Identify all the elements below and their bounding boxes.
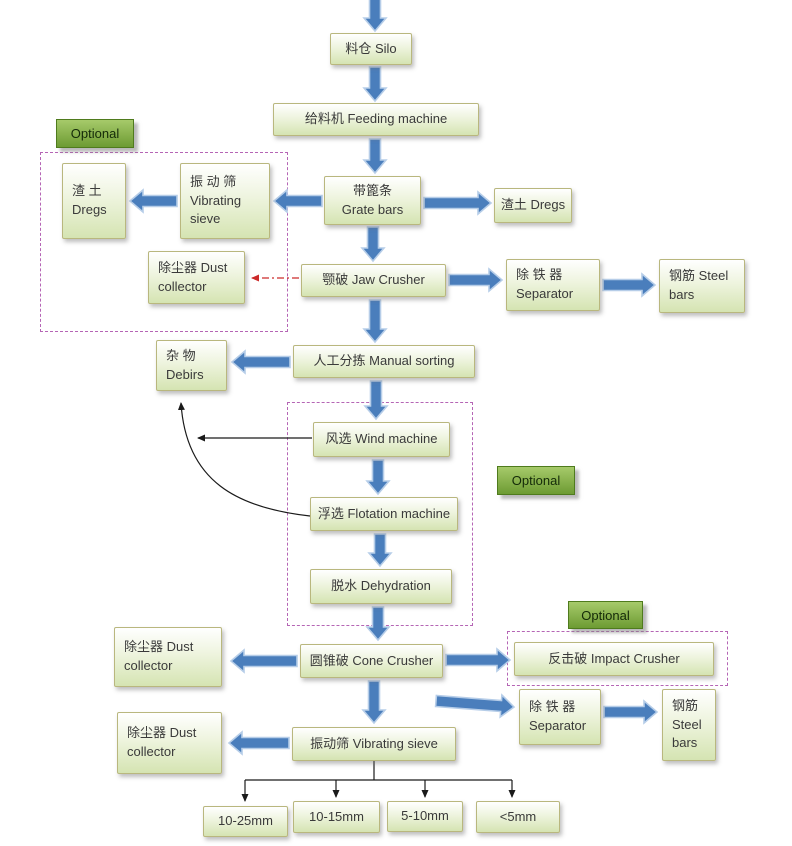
- flow-arrow: [434, 693, 516, 719]
- node-size-10-15mm: 10-15mm: [293, 801, 380, 833]
- node-dregs-left: 渣 土 Dregs: [62, 163, 126, 239]
- node-size-under-5mm: <5mm: [476, 801, 560, 833]
- node-size-5-10mm: 5-10mm: [387, 801, 463, 832]
- flow-arrow: [227, 730, 290, 756]
- flow-arrow: [448, 267, 504, 293]
- node-wind-machine: 风选 Wind machine: [313, 422, 450, 457]
- node-separator-bottom: 除 铁 器 Separator: [519, 689, 601, 745]
- flow-arrow: [362, 66, 388, 103]
- node-dust-collector-bottom: 除尘器 Dust collector: [117, 712, 222, 774]
- node-impact-crusher: 反击破 Impact Crusher: [514, 642, 714, 676]
- node-silo: 料仓 Silo: [330, 33, 412, 65]
- node-separator-top: 除 铁 器 Separator: [506, 259, 600, 311]
- flow-arrow: [602, 272, 657, 298]
- node-debris: 杂 物 Debirs: [156, 340, 227, 391]
- node-cone-crusher: 圆锥破 Cone Crusher: [300, 644, 443, 678]
- node-grate-bars: 带篦条 Grate bars: [324, 176, 421, 225]
- optional-badge-top: Optional: [56, 119, 134, 148]
- node-dust-collector-mid: 除尘器 Dust collector: [114, 627, 222, 687]
- node-jaw-crusher: 颚破 Jaw Crusher: [301, 264, 446, 297]
- flow-arrow: [445, 647, 512, 673]
- node-steel-bars-top: 钢筋 Steel bars: [659, 259, 745, 313]
- node-flotation-machine: 浮选 Flotation machine: [310, 497, 458, 531]
- node-vibrating-sieve-bottom: 振动筛 Vibrating sieve: [292, 727, 456, 761]
- optional-group-outline-sieving: [40, 152, 288, 332]
- node-dust-collector-top: 除尘器 Dust collector: [148, 251, 245, 304]
- flow-arrow: [362, 0, 388, 33]
- node-dregs-right: 渣土 Dregs: [494, 188, 572, 223]
- node-vibrating-sieve-top: 振 动 筛 Vibrating sieve: [180, 163, 270, 239]
- flow-arrow: [229, 648, 298, 674]
- optional-badge-middle: Optional: [497, 466, 575, 495]
- flow-arrow: [362, 138, 388, 175]
- node-dehydration: 脱水 Dehydration: [310, 569, 452, 604]
- flow-arrow: [362, 299, 388, 344]
- node-manual-sorting: 人工分拣 Manual sorting: [293, 345, 475, 378]
- flow-arrow: [423, 190, 493, 216]
- node-steel-bars-bottom: 钢筋 Steel bars: [662, 689, 716, 761]
- flow-arrow: [360, 226, 386, 263]
- flow-arrow: [361, 680, 387, 725]
- flow-arrow: [603, 699, 659, 725]
- optional-badge-impact: Optional: [568, 601, 643, 629]
- flow-arrow: [230, 349, 291, 375]
- node-feeding-machine: 给料机 Feeding machine: [273, 103, 479, 136]
- node-size-10-25mm: 10-25mm: [203, 806, 288, 837]
